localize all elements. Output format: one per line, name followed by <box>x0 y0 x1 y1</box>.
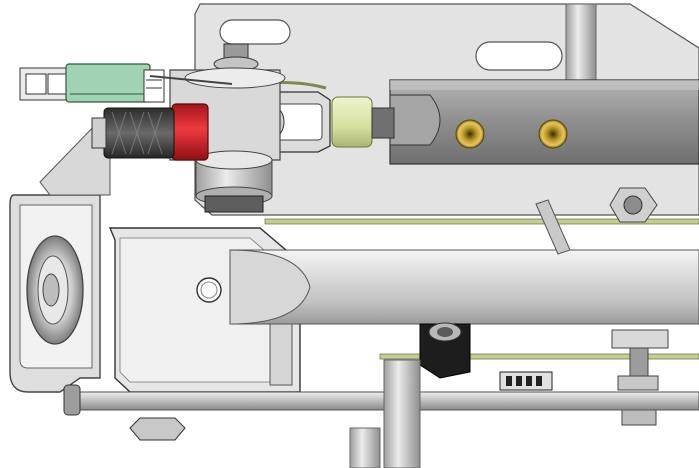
bottom-post <box>349 359 421 468</box>
guide-wires <box>264 218 699 360</box>
red-collar <box>171 103 209 161</box>
plate-nut <box>609 187 658 223</box>
left-roller-wheel <box>26 235 84 345</box>
pivot-hub <box>169 43 286 213</box>
bar-nut-right <box>538 119 568 149</box>
bar-nut-left <box>455 119 485 149</box>
bottom-nut <box>129 417 186 441</box>
small-connector <box>499 371 553 391</box>
knurled-knob <box>91 107 175 159</box>
slot-right <box>475 41 563 71</box>
slot-left <box>219 19 291 45</box>
main-tube <box>229 249 699 325</box>
lower-dark-bracket <box>419 322 471 379</box>
yellow-bushing <box>331 96 395 148</box>
limit-switch <box>19 63 233 103</box>
actuator-bar <box>389 79 699 165</box>
vertical-post-upper <box>565 3 597 87</box>
diagonal-link <box>535 199 571 255</box>
